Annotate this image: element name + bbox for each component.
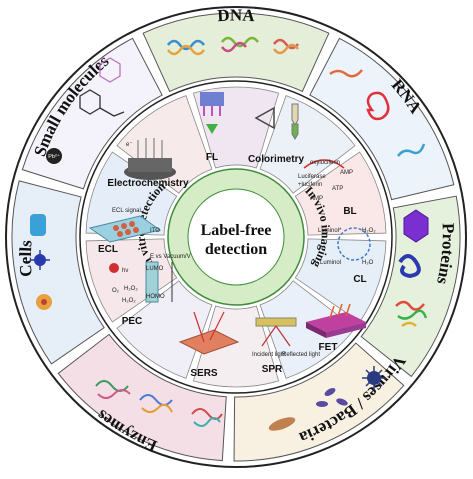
small-molecule-icon: [46, 57, 125, 164]
bioluminescence-icon: [303, 159, 345, 169]
method-label-spr: SPR: [262, 364, 283, 375]
enzyme-structure-icon: [95, 380, 223, 427]
method-petal-ecl: [85, 151, 178, 236]
electrochemistry-electrode-icon: [124, 138, 176, 180]
sers-substrate-icon: [178, 311, 240, 355]
method-label-pec: PEC: [122, 316, 143, 327]
method-label-cl: CL: [353, 274, 366, 285]
center-title-line1: Label-free: [201, 222, 272, 239]
virus-bacteria-icon: [268, 366, 386, 431]
bl-amp-label: AMP: [340, 170, 353, 176]
rna-strand-icon: [329, 69, 426, 157]
pec-lumo-label: LUMO: [146, 266, 164, 272]
spr-sensor-icon: [255, 317, 297, 347]
electron-label: e⁻: [126, 142, 133, 148]
method-label-fl: FL: [206, 152, 218, 163]
pec-homo-label: HOMO: [146, 294, 165, 300]
dna-helix-icon: [167, 36, 299, 56]
cl-luminol-label: Luminol: [320, 260, 341, 266]
ecl-signal-label: ECL signal: [112, 208, 141, 214]
fluorescence-probe-icon: [200, 92, 224, 134]
bl-atp-label: ATP: [332, 186, 343, 192]
fet-transistor-icon: [306, 303, 366, 338]
method-label-colorimetry: Colorimetry: [248, 154, 305, 165]
method-label-sers: SERS: [190, 368, 218, 379]
analyte-segment-proteins: [360, 195, 461, 378]
bl-luciferase-label: Luciferase: [298, 174, 326, 180]
pec-h2o2-upper-label: H₂O₂: [124, 286, 138, 292]
spr-reflected-light-label: Reflected light: [282, 352, 320, 358]
chemiluminescence-icon: [337, 227, 371, 261]
protein-structure-icon: [395, 209, 429, 328]
method-petal-fet: [259, 280, 356, 379]
analyte-label-cells: Cells: [16, 239, 36, 277]
method-label-electrochemistry: Electrochemistry: [107, 178, 189, 189]
method-petal-bl: [294, 151, 387, 236]
pec-energy-diagram-icon: [109, 261, 173, 303]
analyte-label-dna: DNA: [217, 5, 256, 25]
cell-icon: [30, 214, 52, 310]
method-label-ecl: ECL: [98, 244, 118, 255]
cl-luminol-star-label: Luminol*: [318, 228, 342, 234]
method-petal-fl: [192, 86, 280, 169]
bl-luciferin-label: +luciferin: [298, 182, 322, 188]
cl-h2o2-label: H₂O₂: [362, 228, 376, 234]
method-petal-electrochemistry: [116, 95, 213, 194]
bl-oxyluciferin-label: oxyluciferin: [310, 160, 340, 166]
pec-light-label: hν: [122, 268, 128, 274]
method-label-fet: FET: [319, 342, 338, 353]
center-hub: [167, 168, 305, 306]
lead-ion-label: Pb²⁺: [48, 153, 60, 160]
pec-h2o2-lower-label: H₂O₂: [122, 298, 136, 304]
method-petal-pec: [85, 238, 178, 323]
method-label-bl: BL: [343, 206, 356, 217]
colorimetry-vial-icon: [254, 103, 299, 140]
analyte-segment-dna: [142, 12, 330, 93]
method-petal-colorimetry: [259, 95, 356, 194]
pec-axis-label: E vs Vacuum/V: [150, 254, 191, 260]
spr-incident-light-label: Incident light: [252, 352, 286, 358]
cl-h2o-label: H₂O: [362, 260, 374, 266]
bl-amp-bottom-label: AMP: [310, 196, 323, 202]
method-petal-sers: [116, 280, 213, 379]
ecl-ito-label: ITO: [150, 228, 160, 234]
ecl-electrode-icon: [88, 215, 162, 243]
center-title-line2: detection: [205, 241, 267, 258]
pec-o2-label: O₂: [112, 288, 120, 294]
